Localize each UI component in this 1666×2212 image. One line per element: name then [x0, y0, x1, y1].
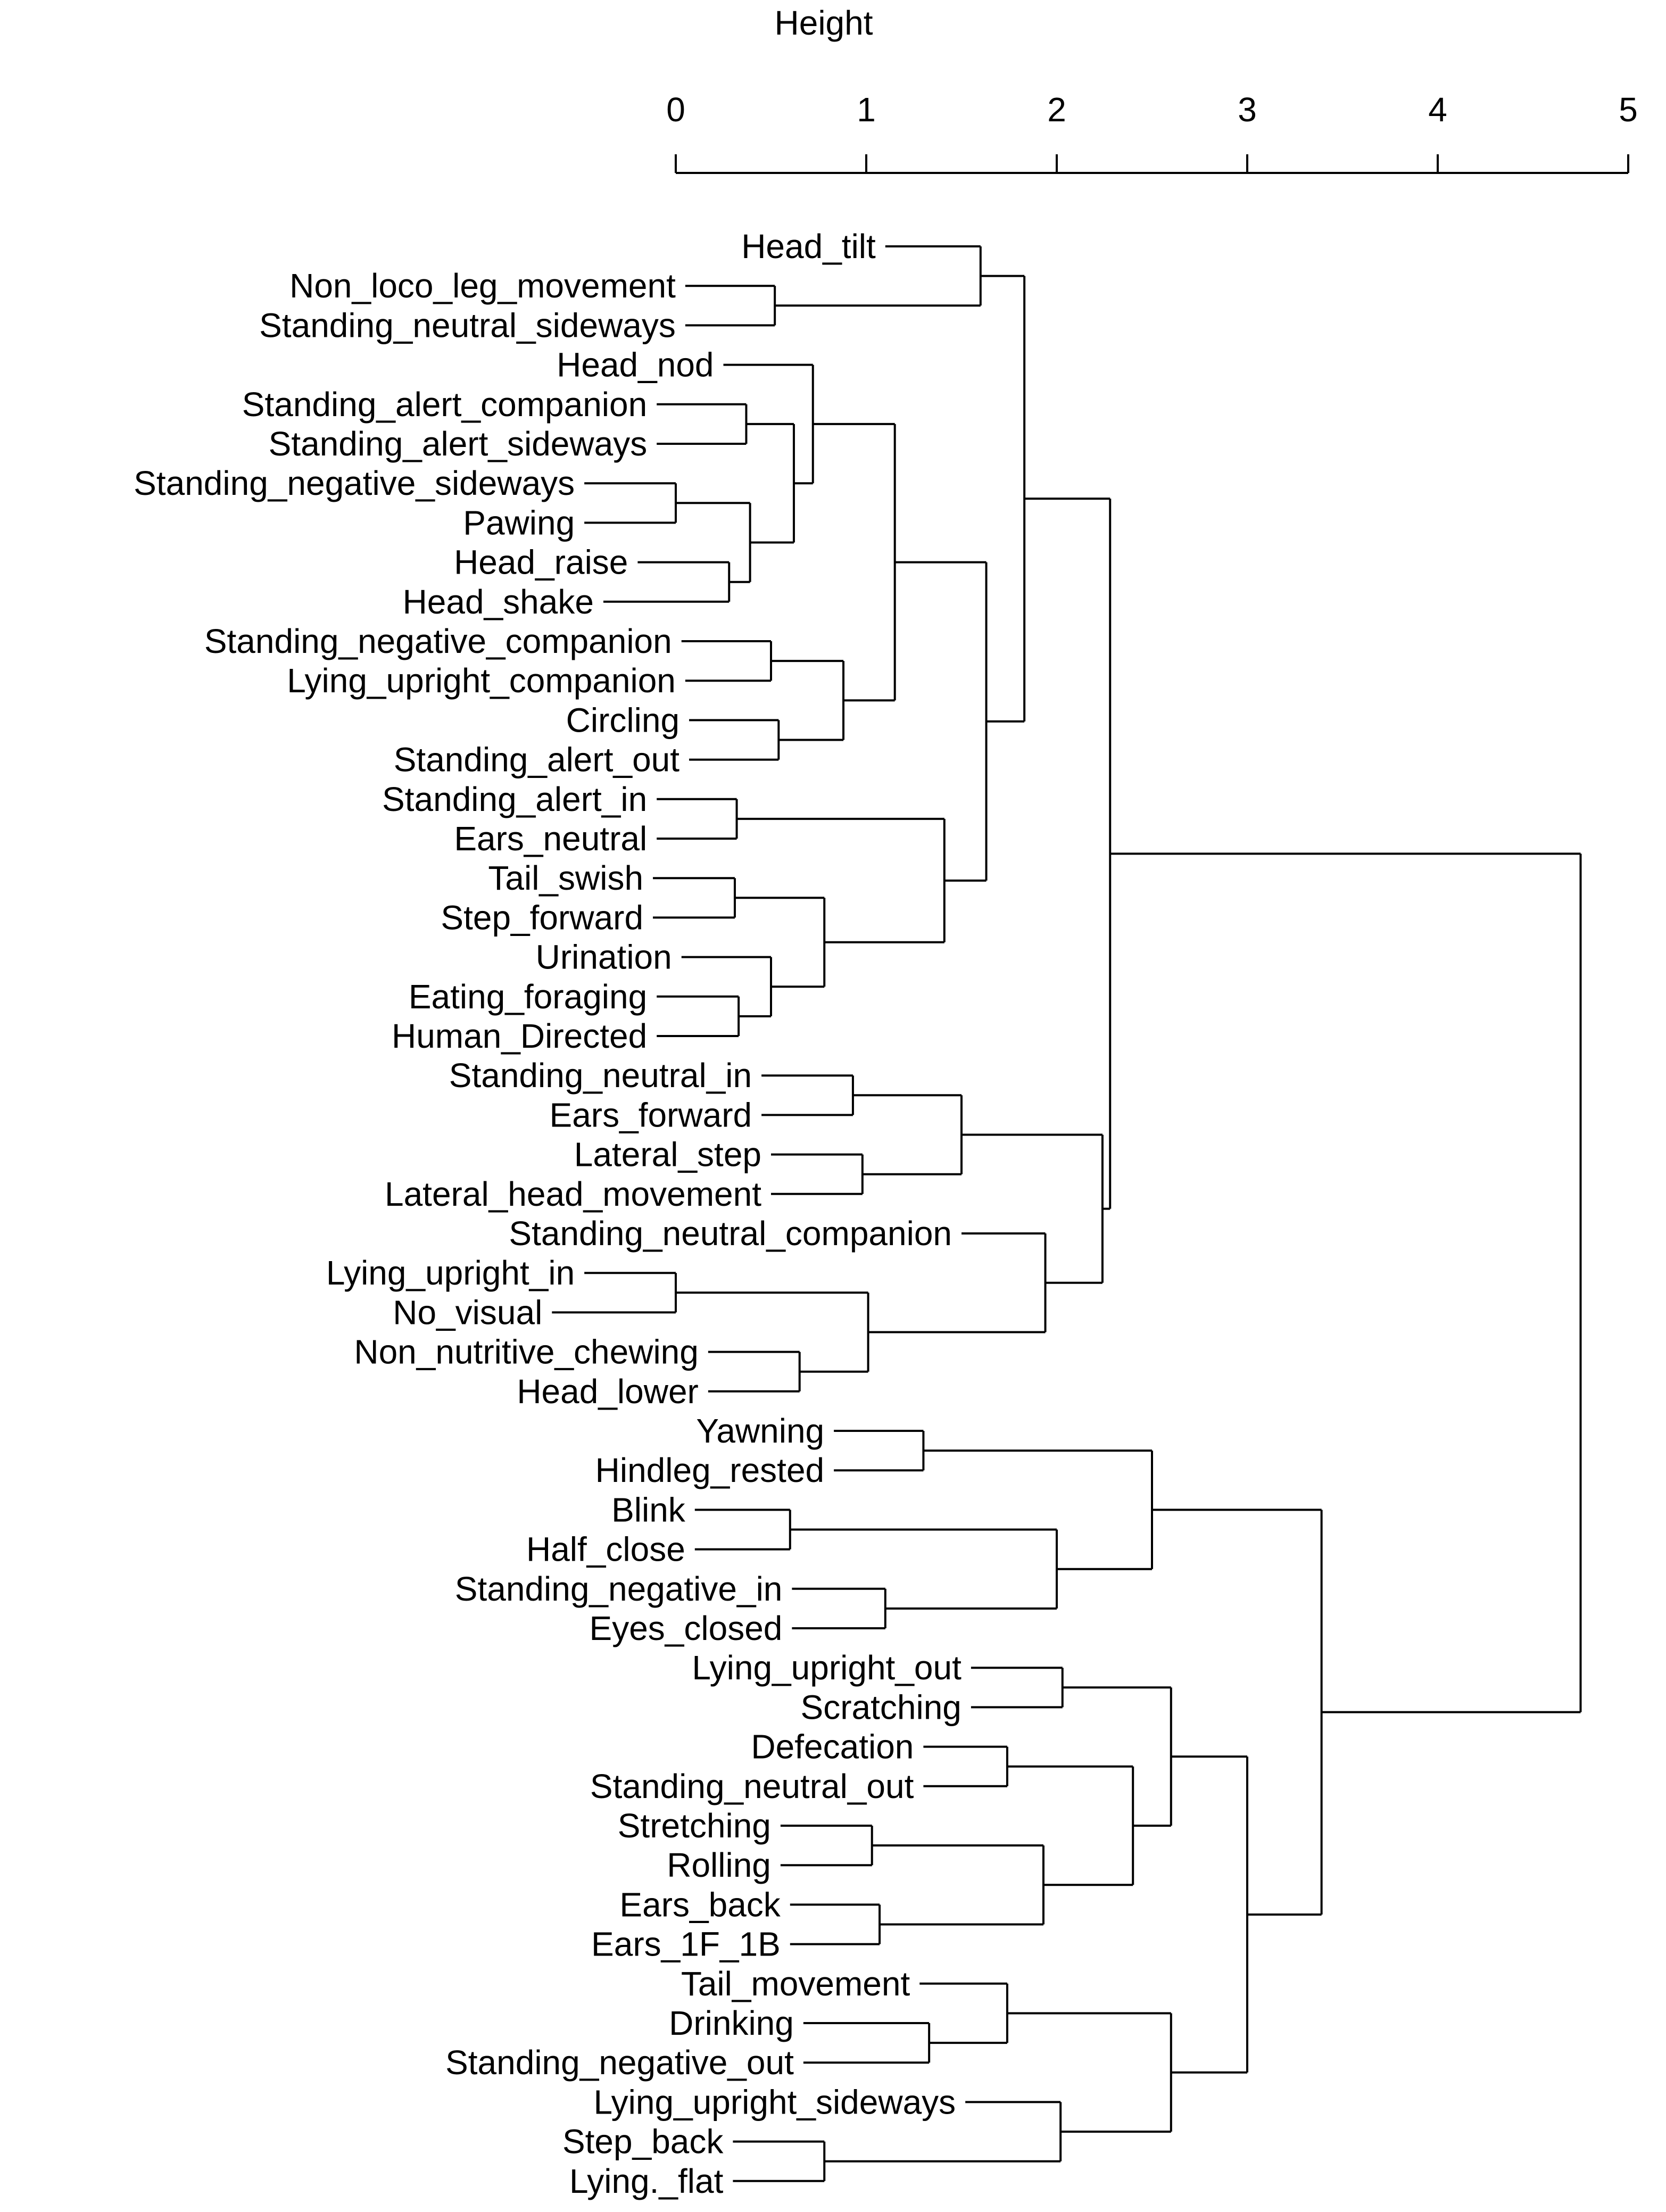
leaf-label: Rolling [667, 1846, 771, 1884]
leaf-label: Head_shake [403, 583, 594, 621]
dendrogram-tree [552, 245, 1582, 2182]
leaf-label: Lying._flat [569, 2162, 724, 2200]
leaf-labels: Head_tiltNon_loco_leg_movementStanding_n… [134, 227, 962, 2200]
leaf-label: Standing_alert_in [382, 780, 647, 818]
leaf-label: Pawing [463, 503, 575, 542]
leaf-label: Non_loco_leg_movement [289, 267, 676, 305]
leaf-label: Ears_forward [550, 1096, 752, 1134]
leaf-label: Step_forward [441, 898, 643, 937]
leaf-label: Standing_neutral_sideways [259, 306, 676, 344]
leaf-label: No_visual [393, 1293, 542, 1331]
leaf-label: Tail_movement [681, 1965, 910, 2003]
leaf-label: Standing_negative_companion [204, 622, 672, 660]
leaf-label: Circling [566, 701, 679, 739]
leaf-label: Ears_back [619, 1885, 781, 1924]
tick-label: 3 [1238, 90, 1257, 129]
leaf-label: Lying_upright_companion [287, 661, 676, 700]
leaf-label: Non_nutritive_chewing [354, 1333, 699, 1371]
leaf-label: Hindleg_rested [595, 1451, 825, 1489]
leaf-label: Half_close [526, 1530, 685, 1569]
leaf-label: Standing_neutral_out [590, 1767, 914, 1805]
leaf-label: Scratching [801, 1688, 962, 1726]
leaf-label: Blink [611, 1490, 686, 1529]
leaf-label: Lateral_head_movement [385, 1175, 761, 1213]
leaf-label: Step_back [562, 2123, 724, 2161]
leaf-label: Standing_alert_sideways [269, 425, 648, 463]
tick-label: 1 [857, 90, 876, 129]
leaf-label: Standing_negative_in [455, 1570, 783, 1608]
leaf-label: Standing_neutral_in [449, 1056, 752, 1095]
leaf-label: Standing_neutral_companion [509, 1214, 952, 1253]
leaf-label: Eating_foraging [409, 977, 647, 1016]
height-axis: 0 1 2 3 4 5 [666, 90, 1638, 174]
leaf-label: Head_raise [454, 543, 628, 582]
tick-label: 0 [666, 90, 685, 129]
leaf-label: Head_tilt [741, 227, 876, 266]
leaf-label: Head_nod [557, 346, 714, 384]
tick-label: 2 [1047, 90, 1066, 129]
leaf-label: Lying_upright_sideways [593, 2083, 956, 2121]
leaf-label: Lying_upright_out [692, 1648, 962, 1687]
leaf-label: Tail_swish [488, 859, 643, 897]
leaf-label: Standing_negative_out [445, 2043, 794, 2082]
leaf-label: Stretching [618, 1807, 771, 1845]
tick-label: 5 [1619, 90, 1638, 129]
tick-label: 4 [1428, 90, 1447, 129]
leaf-label: Standing_negative_sideways [134, 464, 575, 502]
leaf-label: Eyes_closed [590, 1609, 783, 1647]
leaf-label: Lying_upright_in [326, 1254, 575, 1292]
leaf-label: Ears_1F_1B [591, 1925, 781, 1964]
leaf-label: Standing_alert_companion [242, 385, 647, 424]
leaf-label: Ears_neutral [454, 819, 647, 858]
x-axis-title: Height [775, 4, 873, 42]
leaf-label: Drinking [669, 2004, 794, 2042]
leaf-label: Lateral_step [574, 1136, 761, 1174]
leaf-label: Yawning [696, 1412, 824, 1450]
leaf-label: Head_lower [517, 1372, 699, 1411]
leaf-label: Urination [536, 938, 672, 976]
leaf-label: Human_Directed [392, 1017, 647, 1055]
leaf-label: Standing_alert_out [394, 741, 680, 779]
leaf-label: Defecation [751, 1728, 914, 1766]
